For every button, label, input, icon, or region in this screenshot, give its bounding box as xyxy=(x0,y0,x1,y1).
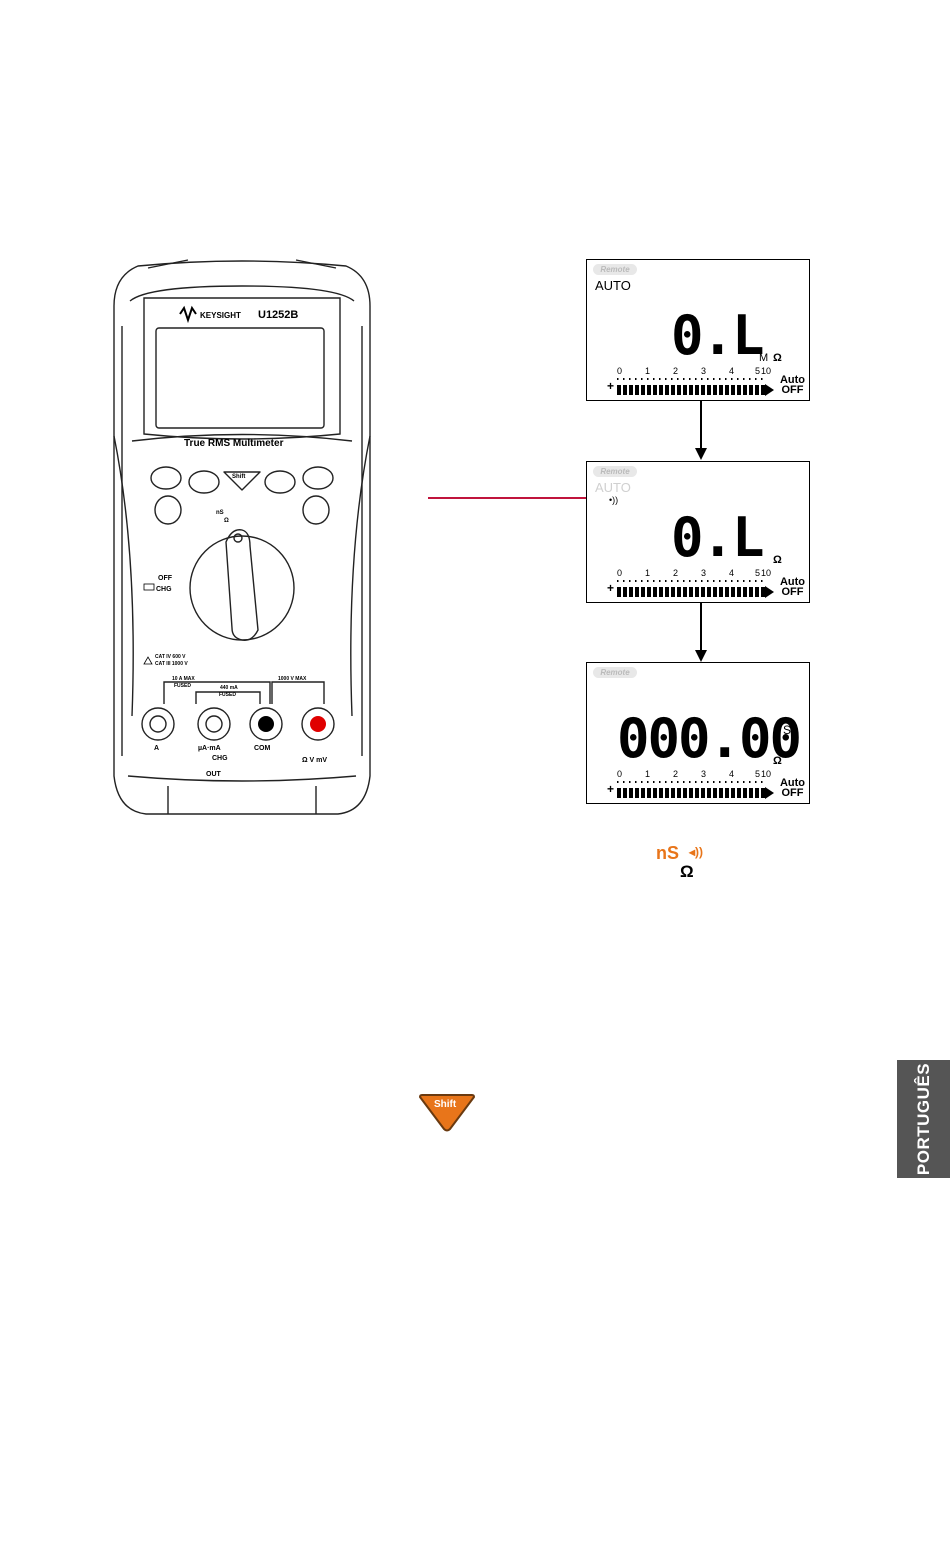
reading-value: 0.L xyxy=(671,304,765,367)
remote-indicator: Remote xyxy=(593,667,637,678)
bargraph xyxy=(617,587,765,597)
reading-value: 000.00 xyxy=(617,707,802,770)
remote-indicator: Remote xyxy=(593,264,637,275)
bargraph xyxy=(617,788,765,798)
terminal-out-label: OUT xyxy=(206,771,222,778)
keysight-logo-icon xyxy=(179,305,197,324)
terminal-v-label: Ω V mV xyxy=(302,757,327,764)
multimeter-body: KEYSIGHT U1252B True RMS Multimeter Shif… xyxy=(113,259,371,815)
fuse-a2-label: FUSED xyxy=(174,683,191,689)
unit-prefix: n S xyxy=(773,723,792,737)
flow-arrow-2 xyxy=(700,603,702,651)
dial-chg-label: CHG xyxy=(156,586,172,593)
bargraph xyxy=(617,385,765,395)
fuse-ma-label: 440 mA xyxy=(220,685,238,691)
battery-icon xyxy=(143,583,155,591)
fuse-ma2-label: FUSED xyxy=(219,692,236,698)
brand-label: KEYSIGHT xyxy=(200,311,241,320)
pointer-line xyxy=(428,497,606,499)
reading-value: 0.L xyxy=(671,506,765,569)
unit-prefix: M xyxy=(759,352,769,364)
language-side-tab: PORTUGUÊS xyxy=(897,1060,950,1178)
unit-symbol: Ω xyxy=(773,554,782,566)
omega-label: Ω xyxy=(680,862,694,881)
shift-button-icon: Shift xyxy=(416,1093,478,1133)
model-label: U1252B xyxy=(258,309,298,321)
multimeter-illustration: KEYSIGHT U1252B True RMS Multimeter Shif… xyxy=(108,256,376,818)
dial-omega-label: Ω xyxy=(224,518,229,524)
cat-iv-label: CAT IV 600 V xyxy=(155,654,186,660)
warning-icon xyxy=(143,656,153,665)
shift-label: Shift xyxy=(434,1099,457,1110)
unit-symbol: Ω xyxy=(773,352,782,364)
remote-indicator: Remote xyxy=(593,466,637,477)
beeper-icon: •)) xyxy=(609,495,619,505)
beeper-icon: ◂)) xyxy=(689,845,704,859)
terminal-ua-label: µA·mA xyxy=(198,745,221,752)
cat-iii-label: CAT III 1000 V xyxy=(155,661,188,667)
dial-ns-label: nS xyxy=(216,510,224,516)
terminal-a-label: A xyxy=(154,745,159,752)
ns-label: nS xyxy=(656,843,680,863)
auto-indicator: AUTO xyxy=(595,480,631,495)
shift-key-label: Shift xyxy=(232,474,245,480)
flow-arrow-1 xyxy=(700,401,702,449)
meter-title-label: True RMS Multimeter xyxy=(184,438,284,449)
language-label: PORTUGUÊS xyxy=(913,1062,933,1176)
terminal-chg-label: CHG xyxy=(212,755,228,762)
dial-off-label: OFF xyxy=(158,575,173,582)
unit-symbol: Ω xyxy=(773,755,782,767)
volt-max-label: 1000 V MAX xyxy=(278,676,307,682)
fuse-a-label: 10 A MAX xyxy=(172,676,195,682)
function-symbol: nS ◂)) Ω xyxy=(656,843,726,883)
terminal-com-label: COM xyxy=(254,745,271,752)
auto-indicator: AUTO xyxy=(595,278,631,293)
